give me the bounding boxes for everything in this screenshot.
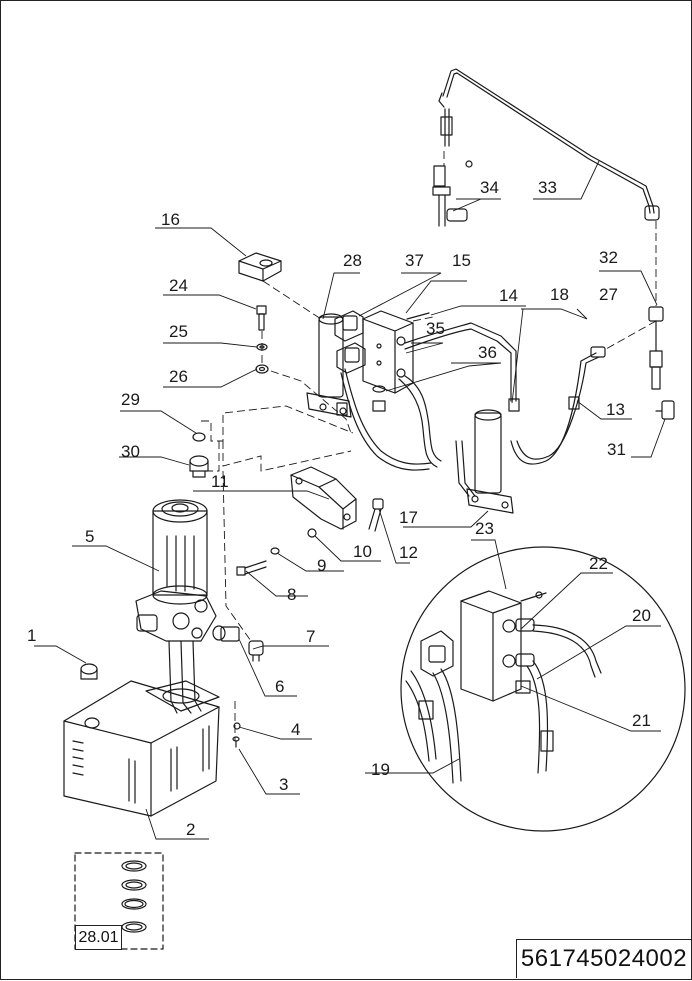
callout-19: 19: [371, 760, 390, 779]
callout-27: 27: [599, 285, 618, 304]
callout-24: 24: [169, 276, 188, 295]
fitting-34: [432, 160, 473, 227]
motor-5: [152, 499, 208, 605]
callout-20: 20: [632, 606, 651, 625]
callout-17: 17: [399, 508, 418, 527]
bolt-24: [256, 305, 267, 331]
callout-23: 23: [475, 519, 494, 538]
solenoid-37: [334, 310, 366, 374]
callout-33: 33: [538, 178, 557, 197]
cylinder-17: [466, 409, 514, 514]
callout-5: 5: [85, 527, 94, 546]
callout-14: 14: [499, 286, 518, 305]
bracket-11: [290, 466, 357, 530]
seal-kit-28-01: [74, 852, 164, 950]
plug-30: [189, 455, 209, 478]
callout-11: 11: [211, 472, 229, 491]
o-ring-36: [372, 385, 386, 393]
callout-26: 26: [169, 367, 188, 386]
callout-25: 25: [169, 322, 188, 341]
callout-32: 32: [599, 248, 618, 267]
callout-31: 31: [607, 440, 626, 459]
callout-12: 12: [399, 543, 418, 562]
elbow-7: [248, 640, 264, 662]
kit-label: 28.01: [78, 928, 119, 946]
callout-29: 29: [121, 390, 140, 409]
callout-1: 1: [27, 626, 36, 645]
washer-4: [233, 722, 241, 730]
pipe-33: [438, 68, 660, 221]
reservoir-2: [63, 680, 220, 817]
block-16: [238, 252, 282, 282]
detail-view: [400, 546, 686, 832]
bolt-8: [236, 560, 267, 576]
callout-10: 10: [353, 542, 372, 561]
drawing-number: 561745024002: [520, 945, 688, 972]
callout-3: 3: [279, 775, 288, 794]
callout-34: 34: [480, 178, 499, 197]
callout-15: 15: [452, 251, 471, 270]
fitting-36b: [372, 400, 386, 412]
callout-2: 2: [186, 820, 195, 839]
washer-26: [255, 364, 269, 374]
fitting-18: [508, 398, 520, 412]
o-ring-29: [192, 432, 206, 442]
callout-13: 13: [606, 400, 625, 419]
washer-10: [307, 528, 317, 538]
callout-37: 37: [405, 251, 424, 270]
callout-30: 30: [121, 442, 140, 461]
callout-8: 8: [287, 585, 296, 604]
callout-21: 21: [632, 711, 651, 730]
callout-36: 36: [478, 343, 497, 362]
callout-16: 16: [161, 210, 180, 229]
fitting-6: [212, 625, 240, 642]
callout-9: 9: [317, 556, 326, 575]
callout-28: 28: [343, 251, 362, 270]
kit-label-box: 28.01: [75, 925, 122, 950]
callout-7: 7: [306, 627, 315, 646]
fitting-32: [648, 306, 664, 390]
callout-35: 35: [426, 319, 445, 338]
screw-3: [232, 736, 240, 748]
callout-4: 4: [291, 720, 300, 739]
filler-cap-1: [80, 663, 98, 680]
callout-6: 6: [275, 677, 284, 696]
callout-22: 22: [589, 554, 608, 573]
drawing-number-box: 561745024002: [516, 939, 691, 978]
callout-18: 18: [550, 285, 569, 304]
fitting-31: [655, 400, 675, 420]
hoses: [340, 322, 606, 497]
washer-9: [270, 547, 280, 555]
